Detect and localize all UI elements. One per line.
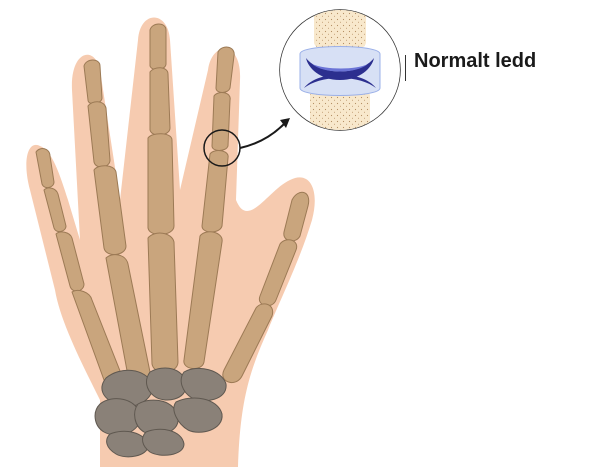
callout-label: Normalt ledd	[414, 50, 536, 73]
arrow-icon	[240, 124, 284, 148]
joint-magnifier-icon	[280, 0, 400, 140]
label-divider	[405, 55, 406, 81]
middle-finger-bones	[148, 24, 178, 372]
